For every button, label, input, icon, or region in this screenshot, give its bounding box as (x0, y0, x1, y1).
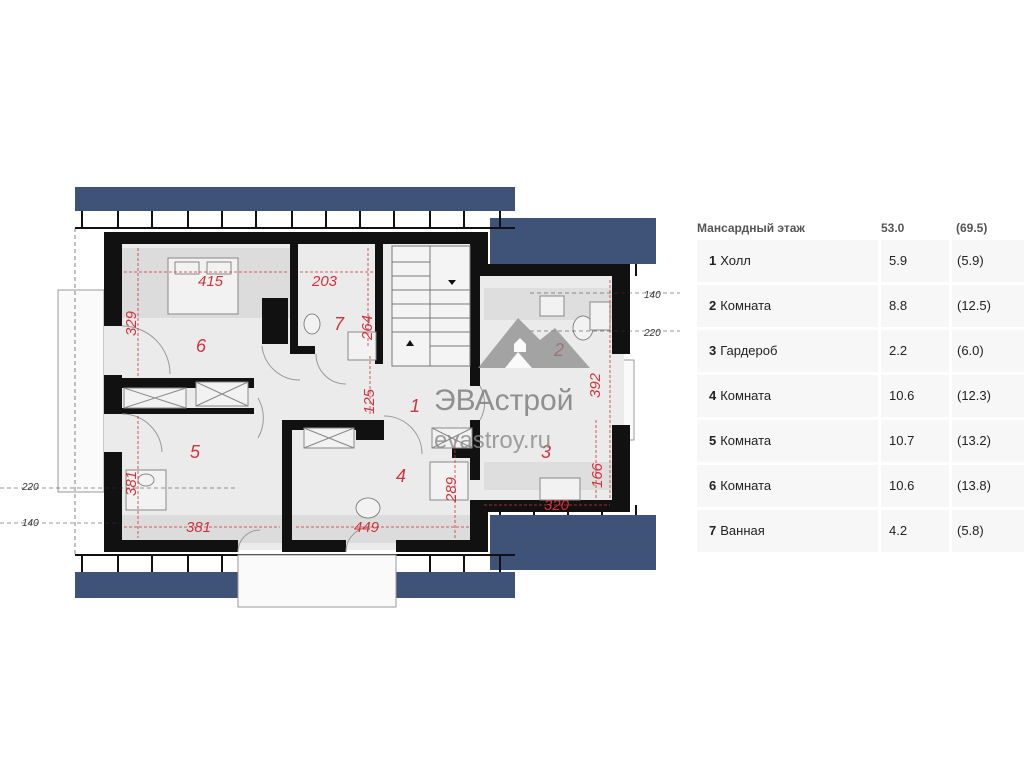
floor-plan: 415 203 329 264 125 392 381 381 449 289 … (0, 187, 680, 608)
roof-bottom-right (490, 515, 656, 570)
room-total-area: (12.5) (952, 285, 1024, 327)
room-name: Ванная (720, 523, 765, 538)
room-name: Комната (720, 433, 772, 448)
room-number: 4 (709, 388, 717, 403)
room-name: Комната (720, 478, 772, 493)
room-total-area: (5.8) (952, 510, 1024, 552)
left-balcony (57, 289, 105, 493)
ext-dim-140-right: 140 (644, 290, 661, 301)
room-number-4: 4 (396, 466, 406, 486)
dim-203: 203 (311, 273, 338, 290)
room-total-area: (6.0) (952, 330, 1024, 372)
watermark-logo (478, 318, 590, 368)
room-total-area: (13.2) (952, 420, 1024, 462)
room-number: 7 (709, 523, 717, 538)
dim-415: 415 (198, 273, 224, 290)
room-number: 5 (709, 433, 717, 448)
roof-top-left (75, 187, 515, 211)
room-name: Комната (720, 298, 772, 313)
dim-289: 289 (443, 476, 460, 503)
room-number: 2 (709, 298, 717, 313)
roof-top-right (490, 218, 656, 264)
floor-plan-drawing: 415 203 329 264 125 392 381 381 449 289 … (0, 187, 680, 608)
room-number: 1 (709, 253, 717, 268)
room-area: 10.7 (881, 420, 949, 462)
room-area: 4.2 (881, 510, 949, 552)
door-swings (121, 325, 486, 553)
room-total-area: (5.9) (952, 240, 1024, 282)
dim-166: 166 (589, 462, 606, 488)
staircase (391, 245, 471, 367)
furniture (123, 257, 611, 519)
floor-shade-bottom (120, 515, 480, 543)
room-number-3: 3 (541, 442, 551, 462)
watermark-brand: ЭВАстрой (434, 384, 573, 417)
bottom-balcony (237, 554, 397, 608)
room-number-7: 7 (334, 314, 345, 334)
dim-381-vertical: 381 (123, 471, 140, 496)
dim-320: 320 (544, 497, 570, 514)
ext-dim-140-left: 140 (22, 518, 39, 529)
room-area: 8.8 (881, 285, 949, 327)
ext-dim-220-right: 220 (643, 328, 661, 339)
room-number-6: 6 (196, 336, 207, 356)
room-total-area: (13.8) (952, 465, 1024, 507)
room-name: Гардероб (720, 343, 778, 358)
stair-arrow-up (448, 280, 456, 285)
dim-125: 125 (361, 388, 378, 414)
room-number: 3 (709, 343, 717, 358)
room-number-5: 5 (190, 442, 201, 462)
table-header-area: 53.0 (881, 221, 905, 235)
room-area: 10.6 (881, 465, 949, 507)
dim-264: 264 (359, 315, 376, 341)
stair-arrow-down (406, 340, 414, 346)
walls (104, 232, 630, 552)
dim-329: 329 (123, 310, 140, 336)
table-header-title: Мансардный этаж (697, 221, 805, 235)
dim-392: 392 (587, 372, 604, 398)
room-number-1: 1 (410, 396, 420, 416)
table-header-total: (69.5) (956, 221, 988, 235)
dimension-lines (124, 248, 611, 538)
room-number: 6 (709, 478, 717, 493)
ext-dim-220-left: 220 (21, 482, 39, 493)
room-name: Холл (720, 253, 751, 268)
room-area: 5.9 (881, 240, 949, 282)
room-area: 10.6 (881, 375, 949, 417)
room-total-area: (12.3) (952, 375, 1024, 417)
room-name: Комната (720, 388, 772, 403)
watermark-site: evastroy.ru (434, 427, 551, 454)
dim-449: 449 (354, 519, 380, 536)
table-header: Мансардный этаж 53.0 (69.5) (697, 218, 1024, 240)
room-area: 2.2 (881, 330, 949, 372)
dim-381-horizontal: 381 (186, 519, 211, 536)
